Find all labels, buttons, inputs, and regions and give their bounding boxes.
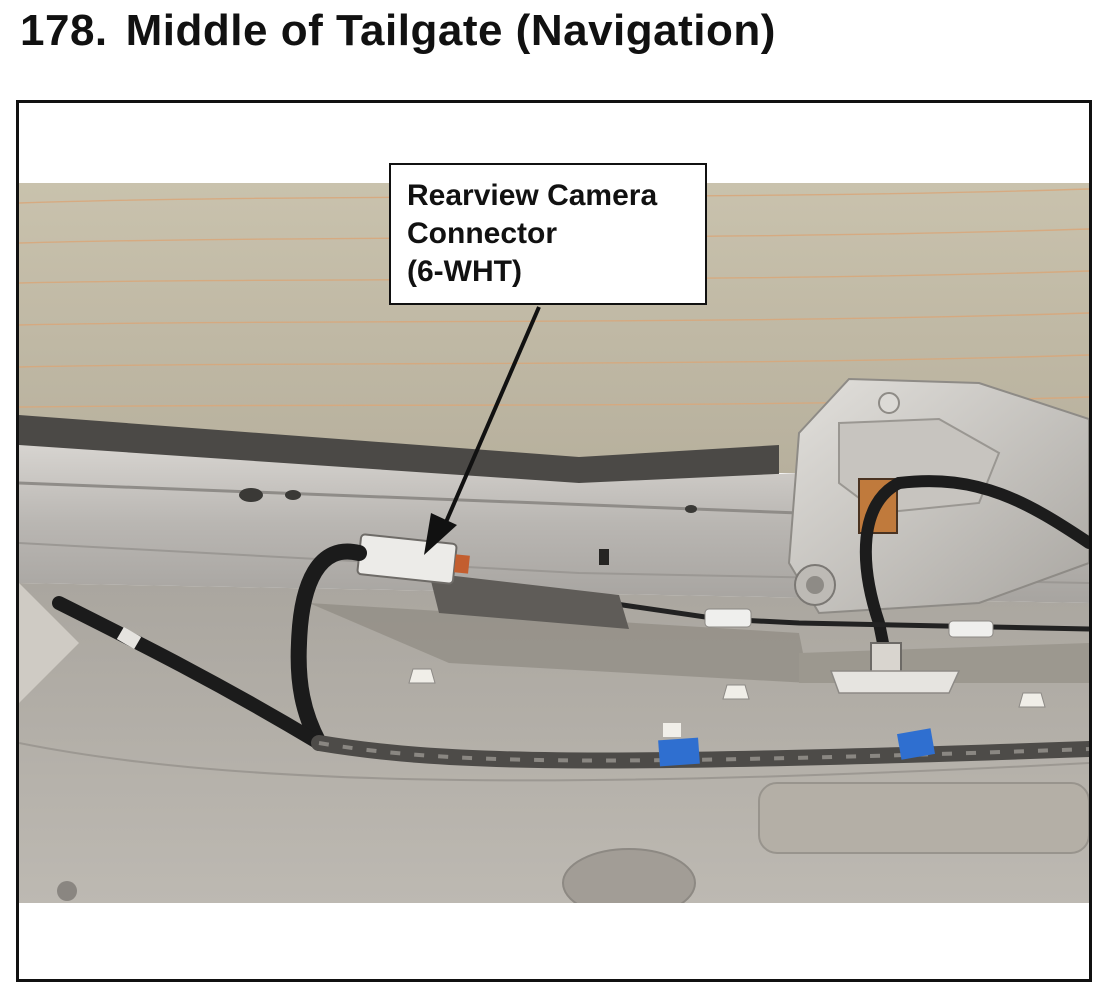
callout-line: Rearview Camera [407,179,658,212]
callout-line: (6-WHT) [407,255,522,288]
figure-frame: Rearview Camera Connector (6-WHT) [16,100,1092,982]
callout-line: Connector [407,217,557,250]
callout-label: Rearview Camera Connector (6-WHT) [389,163,707,305]
step-title: Middle of Tailgate (Navigation) [125,6,776,55]
page-title: 178. Middle of Tailgate (Navigation) [20,6,776,56]
step-number: 178. [20,6,108,55]
